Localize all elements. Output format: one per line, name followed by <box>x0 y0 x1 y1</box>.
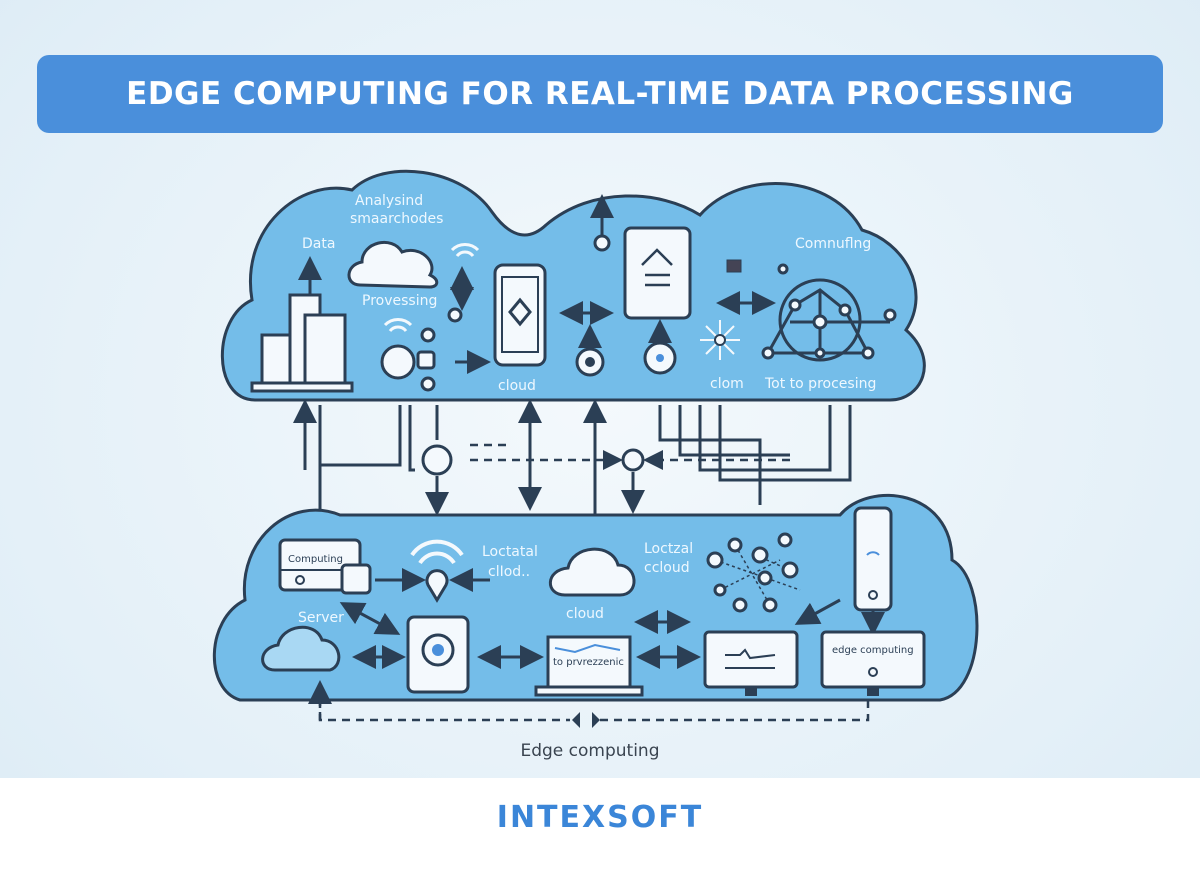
wifi-icon <box>383 243 480 333</box>
monitor-icon <box>703 630 799 696</box>
cloud-icon <box>261 625 341 672</box>
label-to-prvrezzenic: to prvrezzenic <box>553 657 624 668</box>
hub-node-icon <box>380 307 463 392</box>
page-title: EDGE COMPUTING FOR REAL-TIME DATA PROCES… <box>126 76 1074 112</box>
bulb-icon <box>593 234 611 252</box>
label-edge-computing-monitor: edge computing <box>832 645 914 656</box>
relay-node-icon <box>621 448 645 472</box>
label-analysind: Analysind <box>355 193 423 209</box>
edge-computing-loop: Edge computing <box>308 680 870 761</box>
chip-icon <box>726 259 742 273</box>
tower-device-icon <box>853 506 893 636</box>
label-cliod: clIod.. <box>488 564 530 580</box>
smartphone-icon <box>493 263 547 367</box>
buildings-icon <box>250 256 354 393</box>
top-cloud: Analysind smaarchodes Data Provessing cl… <box>220 169 926 402</box>
monitor-icon: edge computing <box>820 630 926 696</box>
cloud-icon <box>548 547 636 597</box>
label-cloud-bottom: cloud <box>566 606 604 622</box>
label-processing: Provessing <box>362 293 437 309</box>
label-data: Data <box>302 236 335 252</box>
label-loctatal: Loctatal <box>482 544 538 560</box>
label-tot-to-procesing: Tot to procesing <box>764 376 876 392</box>
title-banner: EDGE COMPUTING FOR REAL-TIME DATA PROCES… <box>37 55 1163 133</box>
network-burst-icon <box>700 320 740 360</box>
label-ccloud: ccloud <box>644 560 690 576</box>
relay-node-icon <box>421 444 453 476</box>
server-icon: Computing <box>278 538 372 595</box>
caption-edge-computing: Edge computing <box>520 741 659 761</box>
label-comnuflng: Comnuflng <box>795 236 871 252</box>
laptop-icon: to prvrezzenic <box>534 635 644 697</box>
footer <box>0 778 1200 883</box>
label-smaarchodes: smaarchodes <box>350 211 443 227</box>
tablet-icon <box>406 615 470 694</box>
cloud-icon <box>347 241 439 289</box>
mesh-network-icon <box>706 532 801 613</box>
mesh-network-icon <box>761 263 897 362</box>
inter-cloud-connectors <box>293 399 852 546</box>
label-server: Server <box>298 610 344 626</box>
label-computing: Computing <box>288 554 343 565</box>
label-loctzal: Loctzal <box>644 541 693 557</box>
wifi-location-icon <box>410 539 464 603</box>
label-clom: clom <box>710 376 744 392</box>
intexsoft-logo: INTEXSOFT <box>496 800 704 835</box>
bottom-cloud: Computing to prvrezzenic <box>212 494 979 702</box>
tablet-icon <box>623 226 692 320</box>
label-cloud: cloud <box>498 378 536 394</box>
